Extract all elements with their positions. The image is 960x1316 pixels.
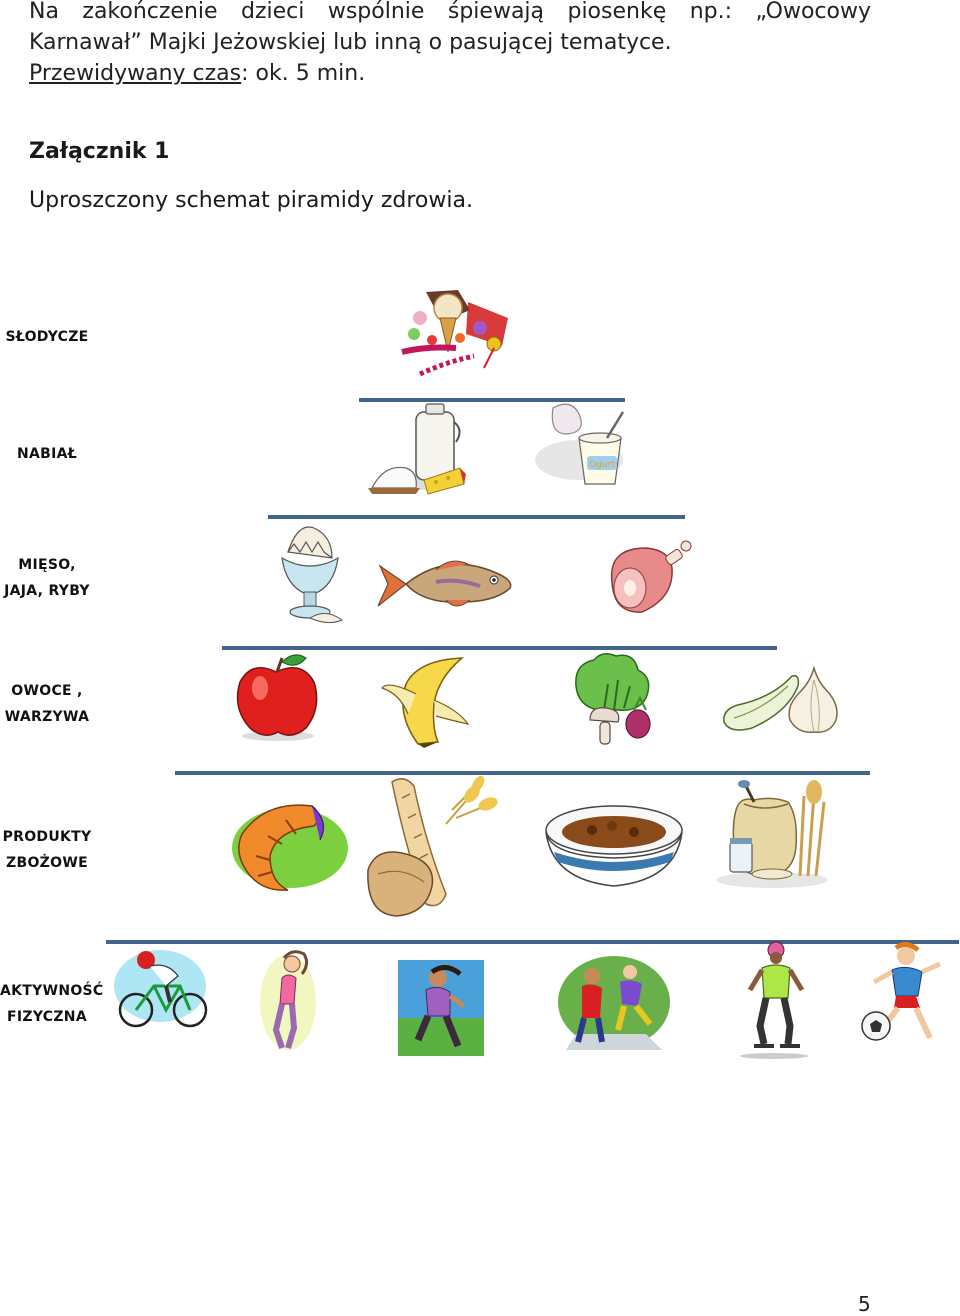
level-label-line: ZBOŻOWE xyxy=(6,855,88,871)
pyramid-bar-4 xyxy=(175,771,870,775)
grain-sack-icon xyxy=(716,780,828,888)
intro-paragraph: Na zakończenie dzieci wspólnie śpiewają … xyxy=(29,0,871,89)
stretching-icon xyxy=(260,950,316,1050)
attachment-title: Załącznik 1 xyxy=(29,139,170,164)
level-label-fruit: OWOCE , WARZYWA xyxy=(0,678,94,730)
hopscotch-icon xyxy=(558,956,670,1050)
yogurt-icon: Ogurt xyxy=(535,403,625,485)
level-label-line: JAJA, RYBY xyxy=(4,583,90,599)
time-line: Przewidywany czas: ok. 5 min. xyxy=(29,58,871,89)
croissant-icon xyxy=(232,804,348,891)
intro-line-1: Na zakończenie dzieci wspólnie śpiewają … xyxy=(29,0,871,24)
football-player-icon xyxy=(861,942,942,1041)
banana-icon xyxy=(381,657,470,748)
level-label-sweets: SŁODYCZE xyxy=(0,324,94,350)
sweets-icon xyxy=(401,290,508,377)
milk-can-icon xyxy=(368,403,466,495)
yogurt-label: Ogurt xyxy=(589,460,615,470)
level-label-line: OWOCE , xyxy=(11,683,83,699)
zucchini-garlic-icon xyxy=(723,666,838,733)
time-value: : ok. 5 min. xyxy=(241,61,366,86)
cyclist-icon xyxy=(114,950,208,1028)
attachment-subtitle: Uproszczony schemat piramidy zdrowia. xyxy=(29,188,473,213)
time-label: Przewidywany czas xyxy=(29,61,242,86)
egg-icon xyxy=(281,526,343,624)
level-label-line: NABIAŁ xyxy=(16,446,78,462)
level-label-line: AKTYWNOŚĆ xyxy=(0,983,104,999)
pyramid-bar-1 xyxy=(359,398,625,402)
level-label-line: WARZYWA xyxy=(4,709,90,725)
skater-icon xyxy=(740,941,808,1059)
pyramid-bar-5 xyxy=(106,940,959,944)
bread-icon xyxy=(367,775,498,917)
level-label-meat: MIĘSO, JAJA, RYBY xyxy=(0,552,94,604)
ham-icon xyxy=(610,540,692,613)
pyramid-bar-3 xyxy=(222,646,777,650)
level-label-line: SŁODYCZE xyxy=(5,329,89,345)
level-label-dairy: NABIAŁ xyxy=(0,441,94,467)
vegetables-icon xyxy=(575,653,651,745)
level-label-line: FIZYCZNA xyxy=(7,1009,87,1025)
apple-icon xyxy=(236,654,318,741)
jogger-icon xyxy=(398,960,484,1056)
pyramid-bar-2 xyxy=(268,515,685,519)
level-label-line: PRODUKTY xyxy=(2,829,92,845)
fish-icon xyxy=(377,560,512,607)
bowl-icon xyxy=(545,805,683,887)
intro-line-2: Karnawał” Majki Jeżowskiej lub inną o pa… xyxy=(29,30,672,55)
level-label-grain: PRODUKTY ZBOŻOWE xyxy=(0,824,94,876)
level-label-activity: AKTYWNOŚĆ FIZYCZNA xyxy=(0,978,104,1030)
level-label-line: MIĘSO, xyxy=(18,557,76,573)
page-number: 5 xyxy=(858,1292,871,1316)
